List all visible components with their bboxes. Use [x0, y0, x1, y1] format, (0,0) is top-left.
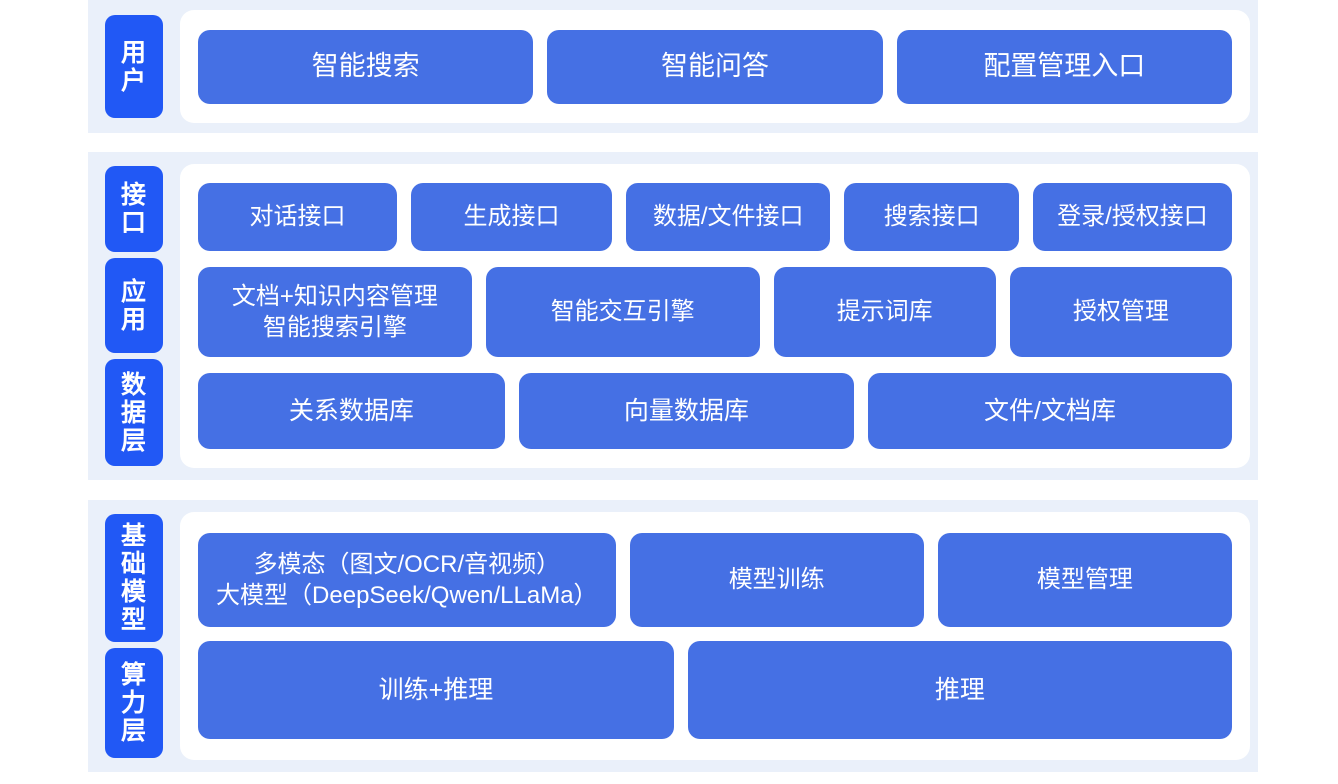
box-inference[interactable]: 推理: [687, 641, 1232, 739]
layer-tag-char: 数: [120, 370, 147, 399]
row-data-layer: 关系数据库 向量数据库 文件/文档库: [198, 373, 1232, 449]
layer-tag-char: 应: [120, 277, 147, 306]
box-config-management-entry[interactable]: 配置管理入口: [896, 29, 1232, 104]
box-file-document-store[interactable]: 文件/文档库: [868, 373, 1232, 449]
layer-tag-compute-layer-label: 算力层: [121, 661, 147, 745]
layer-tag-data-layer: 数据层: [105, 359, 163, 466]
box-model-training[interactable]: 模型训练: [629, 533, 924, 627]
layer-tag-char: 口: [120, 208, 147, 237]
layer-tag-data-layer-label: 数据层: [121, 371, 147, 455]
layer-tag-foundation-model: 基础模型: [105, 514, 163, 642]
box-generation-api[interactable]: 生成接口: [411, 183, 612, 251]
box-doc-knowledge-content-management[interactable]: 文档+知识内容管理 智能搜索引擎: [198, 267, 472, 357]
layer-tag-char: 据: [120, 398, 147, 427]
layer-tag-char: 用: [120, 305, 147, 334]
box-training-plus-inference[interactable]: 训练+推理: [198, 641, 674, 739]
band-bottom: 基础模型 算力层 多模态（图文/OCR/音视频） 大模型（DeepSeek/Qw…: [88, 500, 1258, 772]
box-model-management[interactable]: 模型管理: [937, 533, 1232, 627]
tag-column-middle: 接口 应用 数据层: [88, 152, 180, 480]
layer-tag-user: 用户: [105, 15, 163, 118]
box-multimodal-large-model[interactable]: 多模态（图文/OCR/音视频） 大模型（DeepSeek/Qwen/LLaMa）: [198, 533, 616, 627]
box-smart-qa[interactable]: 智能问答: [547, 29, 883, 104]
row-users: 智能搜索 智能问答 配置管理入口: [198, 29, 1232, 104]
layer-tag-interface: 接口: [105, 166, 163, 252]
card-bottom: 多模态（图文/OCR/音视频） 大模型（DeepSeek/Qwen/LLaMa）…: [180, 512, 1250, 760]
tag-column-bottom: 基础模型 算力层: [88, 500, 180, 772]
band-middle: 接口 应用 数据层 对话接口 生成接口 数据/文件接口 搜索接口 登录/授权接口…: [88, 152, 1258, 480]
layer-tag-user-char-1: 用户: [121, 39, 147, 95]
box-dialog-api[interactable]: 对话接口: [198, 183, 398, 251]
card-users: 智能搜索 智能问答 配置管理入口: [180, 10, 1250, 123]
layer-tag-char: 户: [120, 66, 147, 95]
tag-column-users: 用户: [88, 0, 180, 133]
layer-tag-char: 层: [120, 426, 147, 455]
box-smart-search[interactable]: 智能搜索: [198, 29, 534, 104]
row-compute-layer: 训练+推理 推理: [198, 641, 1232, 739]
layer-tag-interface-label: 接口: [121, 181, 147, 237]
layer-tag-compute-layer: 算力层: [105, 648, 163, 758]
card-middle: 对话接口 生成接口 数据/文件接口 搜索接口 登录/授权接口 文档+知识内容管理…: [180, 164, 1250, 468]
box-data-file-api[interactable]: 数据/文件接口: [625, 183, 831, 251]
layer-tag-char: 型: [120, 606, 147, 634]
layer-tag-char: 基: [120, 522, 147, 550]
box-authorization-management[interactable]: 授权管理: [1009, 267, 1232, 357]
layer-tag-foundation-model-label: 基础模型: [121, 522, 147, 634]
layer-tag-char: 力: [120, 689, 147, 717]
row-foundation-model: 多模态（图文/OCR/音视频） 大模型（DeepSeek/Qwen/LLaMa）…: [198, 533, 1232, 627]
layer-tag-char: 模: [120, 578, 147, 606]
row-application: 文档+知识内容管理 智能搜索引擎 智能交互引擎 提示词库 授权管理: [198, 267, 1232, 357]
box-search-api[interactable]: 搜索接口: [844, 183, 1019, 251]
band-users: 用户 智能搜索 智能问答 配置管理入口: [88, 0, 1258, 133]
layer-tag-application-label: 应用: [121, 278, 147, 334]
layer-tag-char: 层: [120, 717, 147, 745]
layer-tag-char: 础: [120, 550, 147, 578]
box-login-auth-api[interactable]: 登录/授权接口: [1032, 183, 1232, 251]
box-vector-database[interactable]: 向量数据库: [518, 373, 854, 449]
layer-tag-char: 算: [120, 661, 147, 689]
box-prompt-library[interactable]: 提示词库: [773, 267, 996, 357]
box-relational-database[interactable]: 关系数据库: [198, 373, 505, 449]
row-interface: 对话接口 生成接口 数据/文件接口 搜索接口 登录/授权接口: [198, 183, 1232, 251]
box-smart-interaction-engine[interactable]: 智能交互引擎: [485, 267, 760, 357]
layer-tag-char: 用: [120, 38, 147, 67]
layer-tag-char: 接: [120, 180, 147, 209]
layer-tag-application: 应用: [105, 257, 163, 354]
